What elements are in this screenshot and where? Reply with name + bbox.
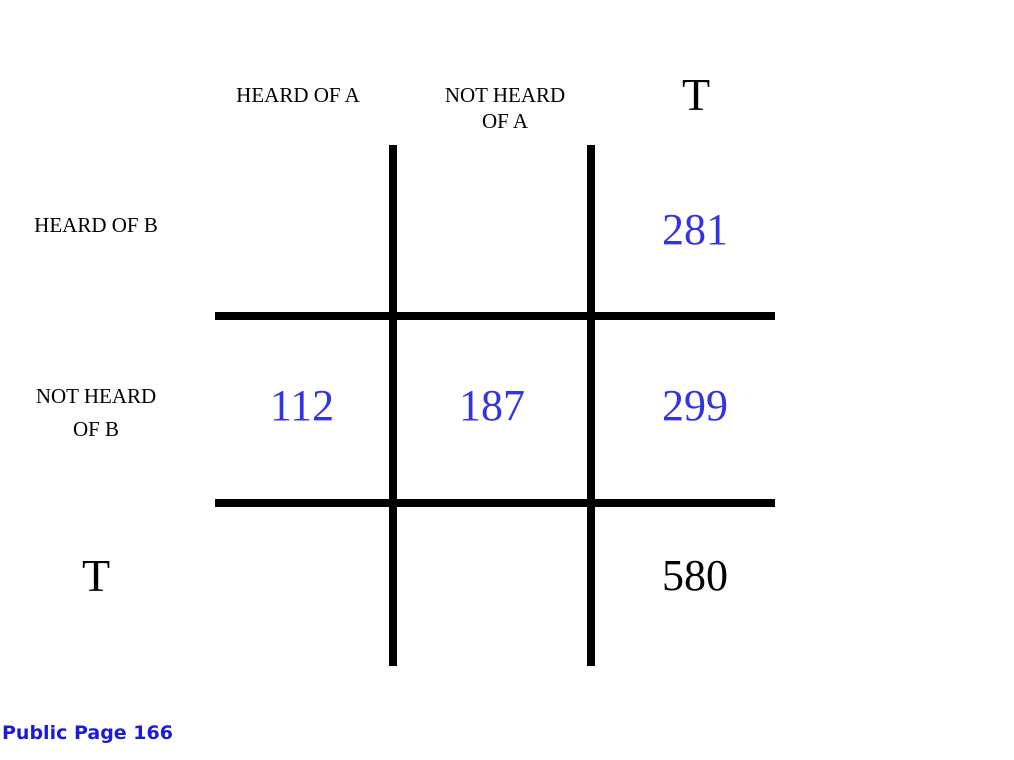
row-header-not-heard-of-b-line1: NOT HEARD [35, 384, 157, 408]
col-header-total: T [681, 69, 711, 120]
grid-line-vertical-1 [389, 145, 397, 666]
col-header-not-heard-of-a-line1: NOT HEARD [444, 83, 566, 107]
col-header-heard-of-a: HEARD OF A [236, 83, 360, 107]
cell-not-heard-b-heard-a: 112 [269, 381, 335, 430]
col-header-not-heard-of-a-line2: OF A [481, 109, 529, 133]
row-header-heard-of-b: HEARD OF B [34, 213, 158, 237]
grid-line-horizontal-2 [215, 499, 775, 507]
page-footer: Public Page 166 [2, 722, 173, 744]
row-header-not-heard-of-b-line2: OF B [72, 417, 120, 441]
row-header-not-heard-of-b: NOT HEARD OF B [10, 383, 182, 442]
grid-line-vertical-2 [587, 145, 595, 666]
cell-grand-total: 580 [662, 551, 728, 600]
cell-not-heard-b-not-heard-a: 187 [459, 381, 525, 430]
cell-not-heard-b-total: 299 [662, 381, 728, 430]
cell-heard-b-total: 281 [662, 205, 728, 254]
row-header-total: T [81, 550, 111, 601]
col-header-not-heard-of-a: NOT HEARD OF A [420, 82, 590, 134]
grid-line-horizontal-1 [215, 312, 775, 320]
